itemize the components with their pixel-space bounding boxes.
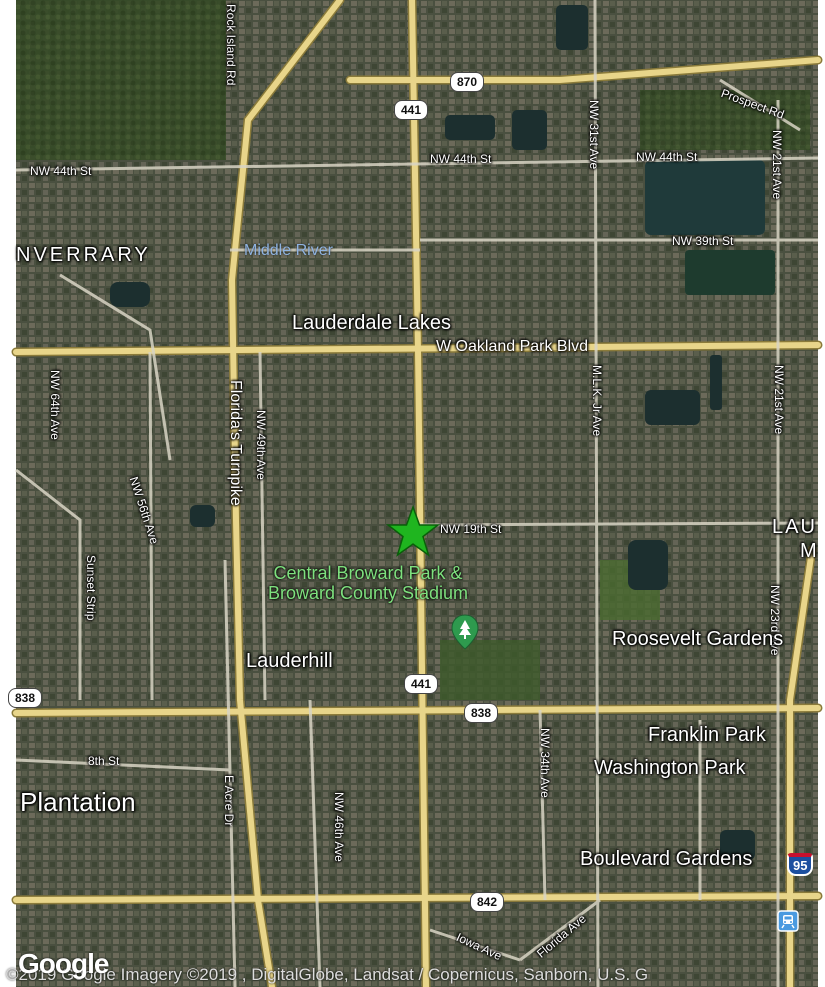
- map-attribution[interactable]: ©2019 Google Imagery ©2019 , DigitalGlob…: [6, 965, 649, 984]
- place-label-franklin-park: Franklin Park: [648, 724, 766, 746]
- google-logo: Google: [18, 948, 109, 979]
- place-label-boulevard-gardens: Boulevard Gardens: [580, 848, 753, 870]
- street-label-nw-19th-st: NW 19th St: [440, 522, 502, 536]
- street-label-nw-44th-st-west: NW 44th St: [30, 164, 92, 178]
- place-label-m: M: [800, 540, 817, 562]
- route-838-shield: 838: [464, 703, 499, 723]
- route-870-shield: 870: [450, 72, 485, 92]
- street-label-nw-49th-ave: NW 49th Ave: [254, 410, 268, 480]
- street-label-nw-34th-ave: NW 34th Ave: [538, 728, 552, 798]
- place-label-lauderhill: Lauderhill: [246, 650, 333, 672]
- poi-central-broward-park[interactable]: Central Broward Park & Broward County St…: [228, 563, 508, 603]
- poi-label-line-2: Broward County Stadium: [267, 583, 469, 603]
- route-838-shield-west: 838: [8, 688, 43, 708]
- place-label-roosevelt-gardens: Roosevelt Gardens: [612, 628, 784, 650]
- place-label-lauderdale-lakes: Lauderdale Lakes: [292, 312, 452, 334]
- street-label-nw-44th-st-east: NW 44th St: [636, 150, 698, 164]
- location-star-marker-icon[interactable]: [385, 505, 441, 561]
- place-label-washington-park: Washington Park: [594, 757, 746, 779]
- street-label-nw-21st-ave-north: NW 21st Ave: [770, 130, 784, 200]
- street-label-sunset-strip: Sunset Strip: [84, 555, 98, 621]
- place-label-plantation: Plantation: [20, 787, 136, 817]
- street-label-nw-21st-ave: NW 21st Ave: [772, 365, 786, 435]
- street-label-nw-39th-st: NW 39th St: [672, 234, 734, 248]
- place-label-inverrary: NVERRARY: [16, 244, 151, 266]
- interstate-95-shield: 95: [787, 853, 814, 876]
- poi-label-line-1: Central Broward Park &: [273, 563, 463, 583]
- street-label-mlk-jr-ave: M.L.K. Jr Ave: [590, 365, 604, 437]
- place-label-lau: LAU: [772, 516, 817, 538]
- train-station-icon[interactable]: [777, 910, 799, 932]
- water-label-middle-river: Middle River: [244, 242, 333, 259]
- route-842-shield: 842: [470, 892, 505, 912]
- street-label-w-oakland-park-blvd: W Oakland Park Blvd: [436, 338, 589, 355]
- us-441-shield-north: 441: [394, 100, 429, 120]
- street-label-8th-st: 8th St: [88, 754, 120, 768]
- street-label-floridas-turnpike: Florida's Turnpike: [227, 380, 244, 506]
- street-label-rock-island-rd: Rock Island Rd: [224, 4, 238, 86]
- park-pin-icon[interactable]: [451, 614, 479, 650]
- us-441-shield-south: 441: [404, 674, 439, 694]
- street-label-e-acre-dr: E Acre Dr: [222, 775, 236, 827]
- street-label-nw-31st-ave: NW 31st Ave: [587, 100, 601, 170]
- street-label-nw-44th-st-mid: NW 44th St: [430, 152, 492, 166]
- street-label-nw-64th-ave: NW 64th Ave: [48, 370, 62, 440]
- street-label-nw-46th-ave: NW 46th Ave: [332, 792, 346, 862]
